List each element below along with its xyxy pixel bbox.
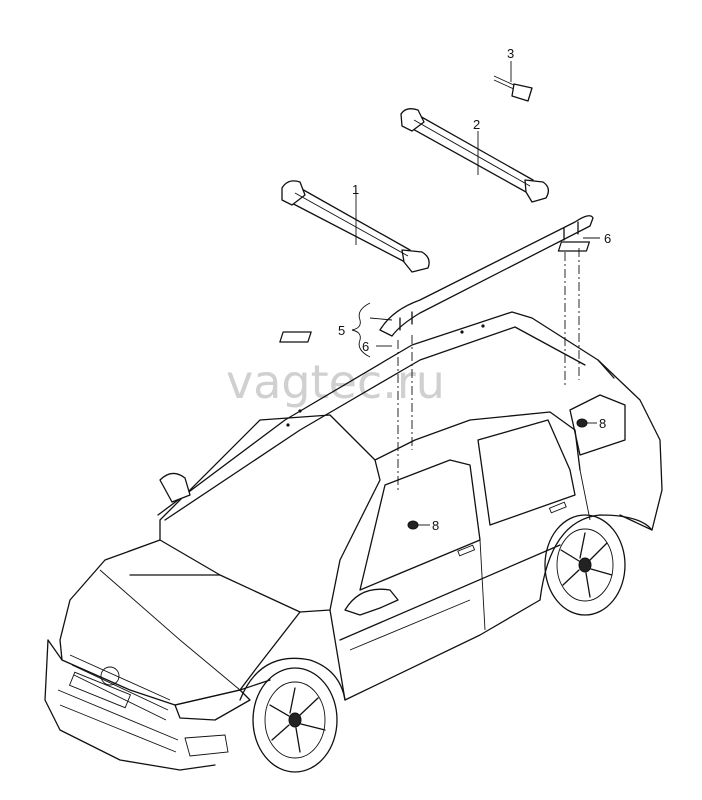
callout-1: 1 — [352, 182, 359, 197]
callout-2: 2 — [473, 117, 480, 132]
nut-rear — [576, 418, 597, 428]
callout-6-front: 6 — [362, 339, 369, 354]
cross-bar-rear — [400, 108, 550, 203]
key-bolt — [493, 75, 533, 102]
callout-5: 5 — [338, 323, 345, 338]
mounting-plate-front — [279, 331, 312, 343]
callout-8-front: 8 — [432, 518, 439, 533]
watermark-text: vagtec.ru — [226, 355, 445, 409]
callout-leaders — [351, 61, 600, 358]
mounting-axis-lines — [397, 248, 580, 490]
callout-3: 3 — [507, 46, 514, 61]
station-wagon-car — [44, 311, 663, 773]
nut-front — [407, 520, 430, 530]
callout-8-rear: 8 — [599, 416, 606, 431]
roof-rail — [379, 215, 594, 337]
cross-bar-front — [281, 180, 430, 273]
mounting-plate-rear — [557, 241, 591, 252]
callout-6-rear: 6 — [604, 231, 611, 246]
